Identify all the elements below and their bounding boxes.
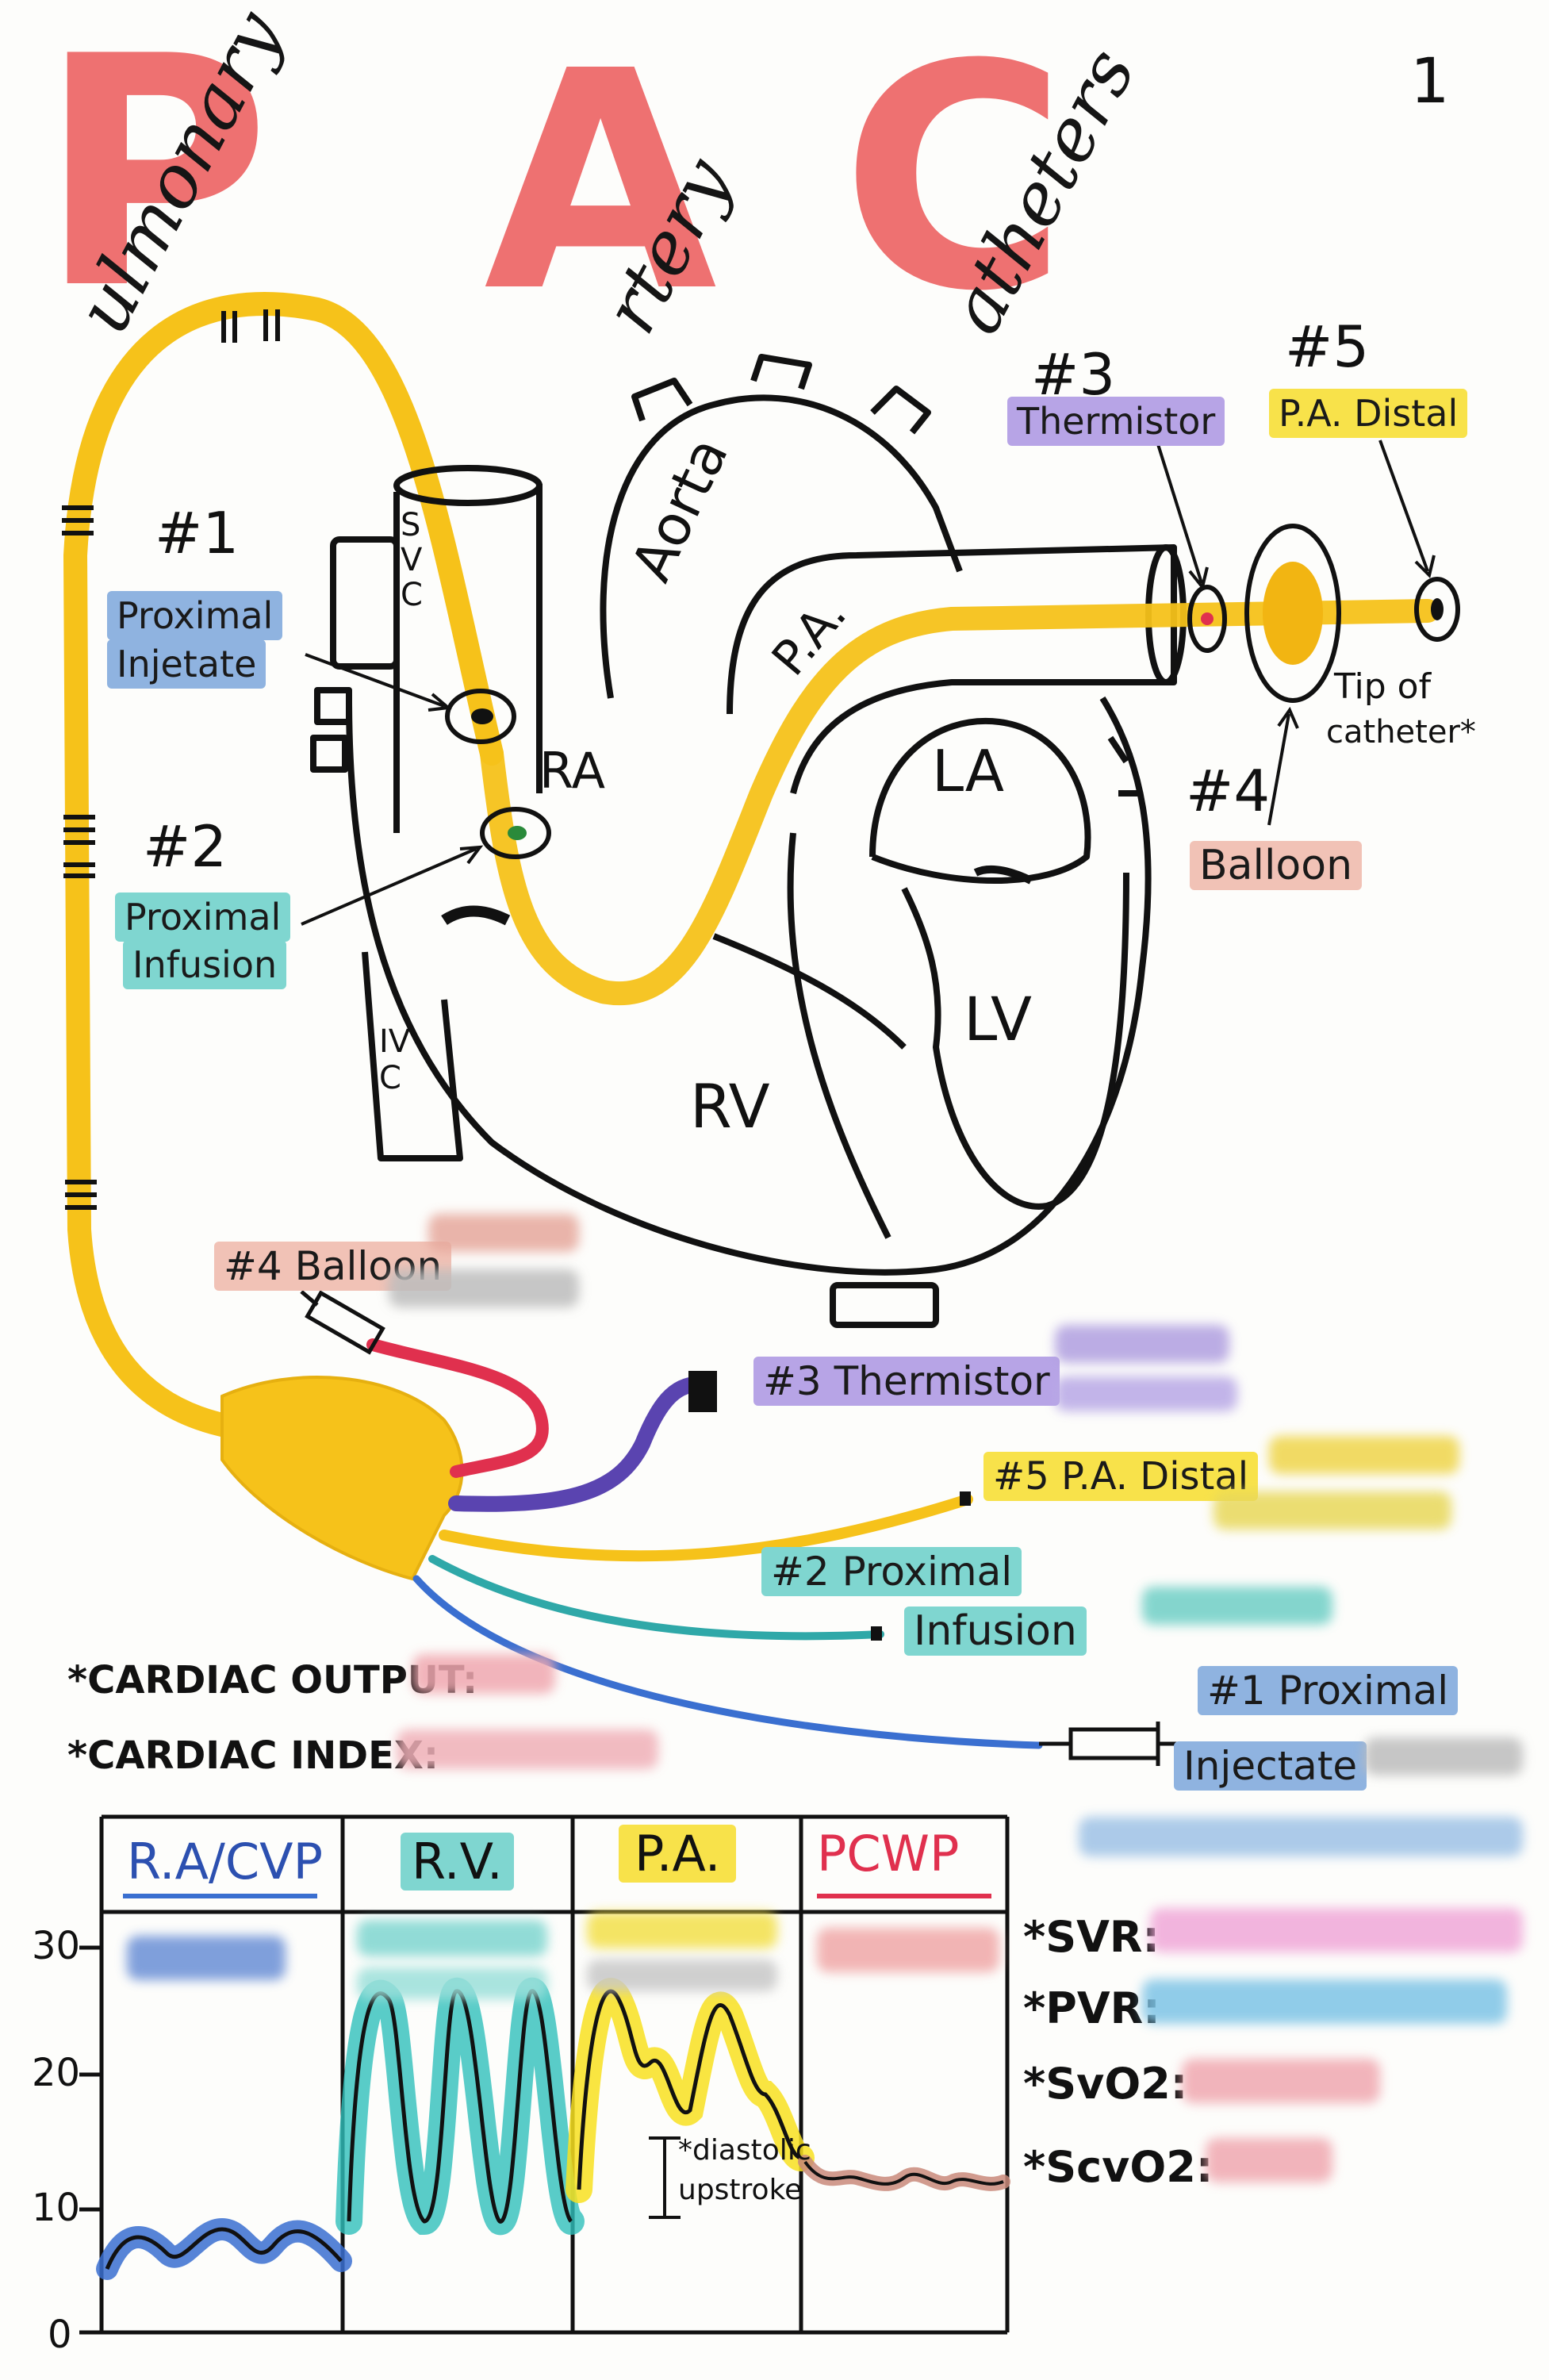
ivc-vessel	[362, 951, 463, 1161]
catheter-markings	[62, 309, 280, 1210]
redacted-svr	[1150, 1908, 1523, 1952]
y-tick-10: 10	[32, 2186, 81, 2230]
redacted-ra-value	[127, 1936, 286, 1980]
port-1-number: #1	[155, 500, 240, 566]
hub-injectate-label-line1: #1 Proximal	[1198, 1666, 1459, 1715]
thermistor-connector	[688, 1371, 717, 1412]
pa-trunk	[727, 544, 1177, 794]
redacted-pa-value-2	[587, 1960, 777, 1991]
port-2-label-line2: Infusion	[123, 940, 287, 989]
y-tick-20: 20	[32, 2051, 81, 2095]
cardiac-output-label: *CARDIAC OUTPUT:	[67, 1658, 478, 1702]
port-4-label: Balloon	[1190, 841, 1363, 890]
header-pcwp: PCWP	[817, 1825, 960, 1883]
hub-thermistor-label: #3 Thermistor	[753, 1357, 1060, 1406]
balloon	[1244, 524, 1341, 703]
thermistor-window	[1187, 585, 1227, 653]
ra-cvp-waveform	[96, 2217, 352, 2280]
header-rv: R.V.	[401, 1833, 514, 1891]
left-atrium-outline	[869, 717, 1091, 884]
redacted-pcwp-value	[817, 1928, 999, 1972]
redacted-thermistor-note	[1055, 1325, 1229, 1363]
redacted-injectate-note	[1364, 1737, 1523, 1775]
svr-label: *SVR:	[1023, 1912, 1160, 1962]
left-ventricle-outline	[901, 872, 1129, 1210]
pvr-label: *PVR:	[1023, 1983, 1160, 2033]
thermistor-lumen	[448, 1376, 706, 1512]
right-atrium-label: RA	[539, 742, 605, 800]
redacted-pa-distal-note-2	[1214, 1491, 1451, 1530]
redacted-scvo2	[1206, 2138, 1332, 2182]
cardiac-index-label: *CARDIAC INDEX:	[67, 1733, 439, 1778]
catheter-body	[63, 292, 504, 1440]
redacted-cardiac-output	[412, 1654, 555, 1694]
redacted-svo2	[1182, 2059, 1380, 2103]
port-5-label: P.A. Distal	[1269, 389, 1468, 438]
header-ra-cvp: R.A/CVP	[127, 1833, 323, 1891]
y-tick-0: 0	[48, 2313, 72, 2357]
port-4-number: #4	[1186, 758, 1271, 824]
port-1-opening	[445, 689, 516, 744]
redacted-balloon-note	[428, 1214, 579, 1252]
port-2-label-line1: Proximal	[115, 892, 291, 942]
redacted-infusion-note	[1142, 1587, 1332, 1625]
page-number: 1	[1410, 46, 1450, 117]
redacted-thermistor-note-2	[1055, 1376, 1237, 1411]
tip-label-line1: Tip of	[1334, 666, 1432, 707]
port-1-label-line1: Proximal	[107, 591, 283, 640]
redacted-balloon-note-2	[389, 1269, 579, 1307]
y-tick-30: 30	[32, 1924, 81, 1968]
ivc-label: IVC	[379, 1023, 411, 1096]
port-2-opening	[480, 807, 551, 859]
catheter-tip	[1414, 577, 1460, 642]
title-letter-a: A	[484, 6, 718, 358]
port-1-label-line2: Injetate	[107, 639, 266, 689]
heart-body	[346, 696, 1152, 1276]
catheter-hub	[220, 1376, 464, 1581]
redacted-pvr	[1142, 1979, 1507, 2024]
redacted-cardiac-index	[397, 1729, 658, 1769]
scvo2-label: *ScvO2:	[1023, 2142, 1214, 2192]
pa-distal-lumen	[439, 1494, 973, 1562]
left-atrium-label: LA	[932, 738, 1005, 804]
redacted-rv-value-2	[357, 1967, 547, 1999]
svc-label: SVC	[401, 507, 423, 613]
hub-infusion-label-line2: Infusion	[904, 1606, 1087, 1656]
injectate-lumen	[412, 1575, 1043, 1749]
redacted-pa-value	[587, 1912, 777, 1948]
infusion-lumen	[428, 1555, 884, 1641]
title-letter-p: P	[38, 0, 271, 359]
syringe-balloon	[300, 1290, 385, 1355]
title-letter-c: C	[841, 0, 1068, 359]
port-5-number: #5	[1285, 313, 1370, 380]
port-2-number: #2	[143, 813, 228, 880]
diastolic-annotation-line2: upstroke	[678, 2174, 803, 2206]
left-ventricle-label: LV	[964, 984, 1032, 1054]
redacted-pa-distal-note	[1269, 1436, 1459, 1474]
redacted-rv-value	[357, 1920, 547, 1956]
rv-waveform	[335, 1977, 585, 2236]
port-3-label: Thermistor	[1007, 397, 1225, 446]
balloon-lumen	[366, 1338, 549, 1478]
catheter-in-heart	[480, 599, 1440, 1005]
right-ventricle-label: RV	[690, 1071, 770, 1142]
redacted-injectate-note-2	[1079, 1817, 1523, 1856]
aorta-arch	[600, 394, 963, 699]
heart-outline	[310, 354, 1187, 1328]
hub-injectate-label-line2: Injectate	[1174, 1741, 1367, 1791]
diastolic-annotation-line1: *diastolic	[678, 2134, 811, 2167]
hub-infusion-label-line1: #2 Proximal	[761, 1547, 1022, 1596]
svo2-label: *SvO2:	[1023, 2059, 1188, 2109]
hub-pa-distal-label: #5 P.A. Distal	[983, 1452, 1259, 1501]
header-pa: P.A.	[619, 1825, 737, 1883]
tip-label-line2: catheter*	[1326, 714, 1476, 750]
